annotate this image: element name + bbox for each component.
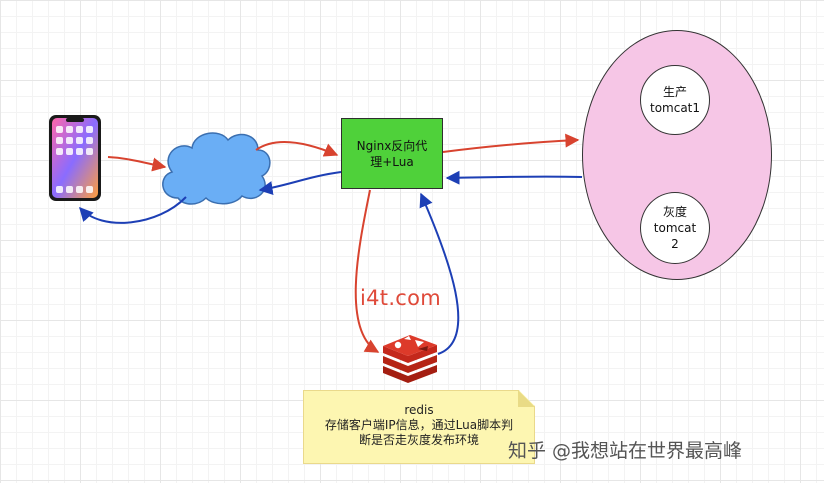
node-gray-tomcat: 灰度 tomcat 2 bbox=[640, 192, 710, 264]
arrow-nginx-to-servers bbox=[442, 133, 580, 153]
arrow-cloud-to-phone bbox=[79, 196, 187, 224]
author-credit-watermark: 知乎 @我想站在世界最高峰 bbox=[508, 440, 743, 462]
nginx-label-line2: 理+Lua bbox=[370, 154, 414, 169]
gray-server-number: 2 bbox=[671, 237, 679, 251]
arrow-nginx-to-cloud bbox=[258, 171, 342, 195]
note-title: redis bbox=[404, 403, 434, 417]
redis-icon bbox=[383, 335, 437, 383]
arrow-servers-to-nginx bbox=[445, 170, 583, 185]
arrow-redis-to-nginx bbox=[419, 192, 460, 355]
production-label: 生产 bbox=[662, 85, 687, 99]
smartphone-icon bbox=[49, 115, 101, 201]
node-production-tomcat: 生产 tomcat1 bbox=[640, 65, 710, 135]
nginx-lua-box: Nginx反向代 理+Lua bbox=[341, 118, 443, 189]
arrow-phone-to-cloud bbox=[107, 156, 167, 172]
note-line2: 断是否走灰度发布环境 bbox=[358, 433, 479, 447]
redis-note: redis 存储客户端IP信息，通过Lua脚本判 断是否走灰度发布环境 bbox=[303, 390, 535, 464]
site-watermark: i4t.com bbox=[360, 286, 442, 310]
gray-label: 灰度 bbox=[662, 205, 687, 219]
arrow-cloud-to-nginx bbox=[255, 140, 339, 157]
gray-server-name: tomcat bbox=[653, 221, 697, 235]
arrow-nginx-to-redis bbox=[354, 189, 380, 353]
cloud-icon bbox=[162, 132, 271, 205]
production-server-name: tomcat1 bbox=[649, 101, 701, 115]
note-line1: 存储客户端IP信息，通过Lua脚本判 bbox=[324, 418, 514, 432]
nginx-label-line1: Nginx反向代 bbox=[356, 138, 428, 153]
